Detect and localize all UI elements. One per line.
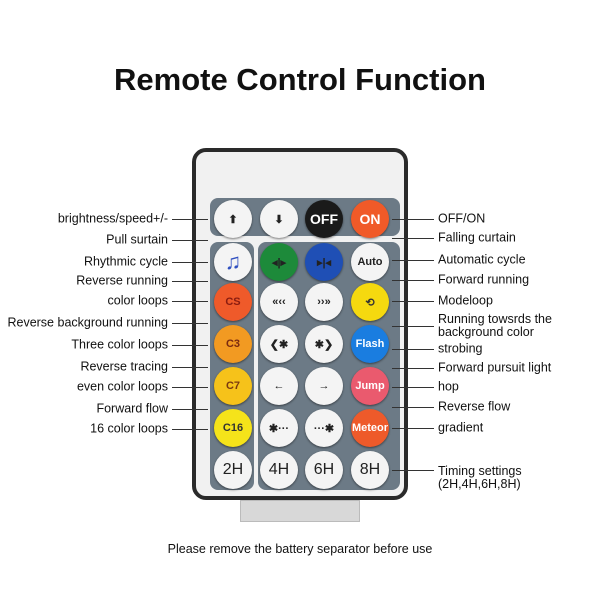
brightness-down-button[interactable]: ⬇ [260, 200, 298, 238]
forward-pursuit-button[interactable]: → [305, 367, 343, 405]
jump-button[interactable]: Jump [351, 367, 389, 405]
right-label: Timing settings (2H,4H,6H,8H) [438, 464, 522, 491]
reverse-tracing-button[interactable]: ← [260, 367, 298, 405]
leader-line [172, 367, 208, 368]
leader-line [392, 349, 434, 350]
off-button[interactable]: OFF [305, 200, 343, 238]
timer-4h-button[interactable]: 4H [260, 451, 298, 489]
meteor-button[interactable]: Meteor [351, 409, 389, 447]
leader-line [392, 470, 434, 471]
right-label: Running towsrds the background color [438, 312, 552, 339]
left-label: brightness/speed+/- [57, 211, 168, 226]
leader-line [172, 262, 208, 263]
c3-button[interactable]: C3 [214, 325, 252, 363]
leader-line [172, 409, 208, 410]
leader-line [172, 301, 208, 302]
cs-button[interactable]: CS [214, 283, 252, 321]
leader-line [172, 219, 208, 220]
forward-flow-button[interactable]: ✱··· [260, 409, 298, 447]
auto-button[interactable]: Auto [351, 243, 389, 281]
right-label: hop [438, 379, 459, 394]
leader-line [392, 368, 434, 369]
leader-line [392, 301, 434, 302]
page-title: Remote Control Function [114, 62, 486, 97]
right-label: Modeloop [438, 293, 493, 308]
right-label: Falling curtain [438, 230, 516, 245]
left-label: Pull surtain [106, 232, 168, 247]
leader-line [392, 428, 434, 429]
reverse-background-button[interactable]: ❮✱ [260, 325, 298, 363]
timer-6h-button[interactable]: 6H [305, 451, 343, 489]
reverse-flow-button[interactable]: ···✱ [305, 409, 343, 447]
brightness-up-button[interactable]: ⬆ [214, 200, 252, 238]
left-label: Forward flow [96, 401, 168, 416]
leader-line [392, 260, 434, 261]
battery-note: Please remove the battery separator befo… [167, 542, 433, 556]
leader-line [172, 323, 208, 324]
leader-line [392, 238, 434, 239]
falling-curtain-button[interactable]: ▸|◂ [305, 243, 343, 281]
forward-running-button[interactable]: ››» [305, 283, 343, 321]
flash-button[interactable]: Flash [351, 325, 389, 363]
c7-button[interactable]: C7 [214, 367, 252, 405]
left-label: Reverse running [76, 273, 168, 288]
right-label: Automatic cycle [438, 252, 526, 267]
on-button[interactable]: ON [351, 200, 389, 238]
leader-line [172, 429, 208, 430]
leader-line [172, 345, 208, 346]
reverse-running-button[interactable]: «‹‹ [260, 283, 298, 321]
leader-line [392, 219, 434, 220]
music-button[interactable]: ♫ [214, 243, 252, 281]
timer-2h-button[interactable]: 2H [214, 451, 252, 489]
leader-line [392, 407, 434, 408]
right-label: Forward pursuit light [438, 360, 552, 375]
leader-line [172, 387, 208, 388]
battery-separator-tab [240, 500, 360, 522]
modeloop-button[interactable]: ⟲ [351, 283, 389, 321]
left-label: even color loops [76, 379, 168, 394]
c16-button[interactable]: C16 [214, 409, 252, 447]
left-label: 16 color loops [90, 421, 168, 436]
leader-line [392, 280, 434, 281]
right-label: Reverse flow [438, 399, 511, 414]
timer-8h-button[interactable]: 8H [351, 451, 389, 489]
leader-line [172, 240, 208, 241]
leader-line [172, 281, 208, 282]
right-label: strobing [438, 341, 483, 356]
left-label: Reverse tracing [80, 359, 168, 374]
left-label: color loops [107, 293, 168, 308]
leader-line [392, 387, 434, 388]
pull-curtain-button[interactable]: ◂|▸ [260, 243, 298, 281]
right-label: gradient [438, 420, 484, 435]
forward-background-button[interactable]: ✱❯ [305, 325, 343, 363]
right-label: Forward running [438, 272, 530, 287]
right-label: OFF/ON [438, 211, 486, 226]
left-label: Rhythmic cycle [83, 254, 168, 269]
leader-line [392, 326, 434, 327]
left-label: Three color loops [71, 337, 168, 352]
left-label: Reverse background running [7, 315, 168, 330]
